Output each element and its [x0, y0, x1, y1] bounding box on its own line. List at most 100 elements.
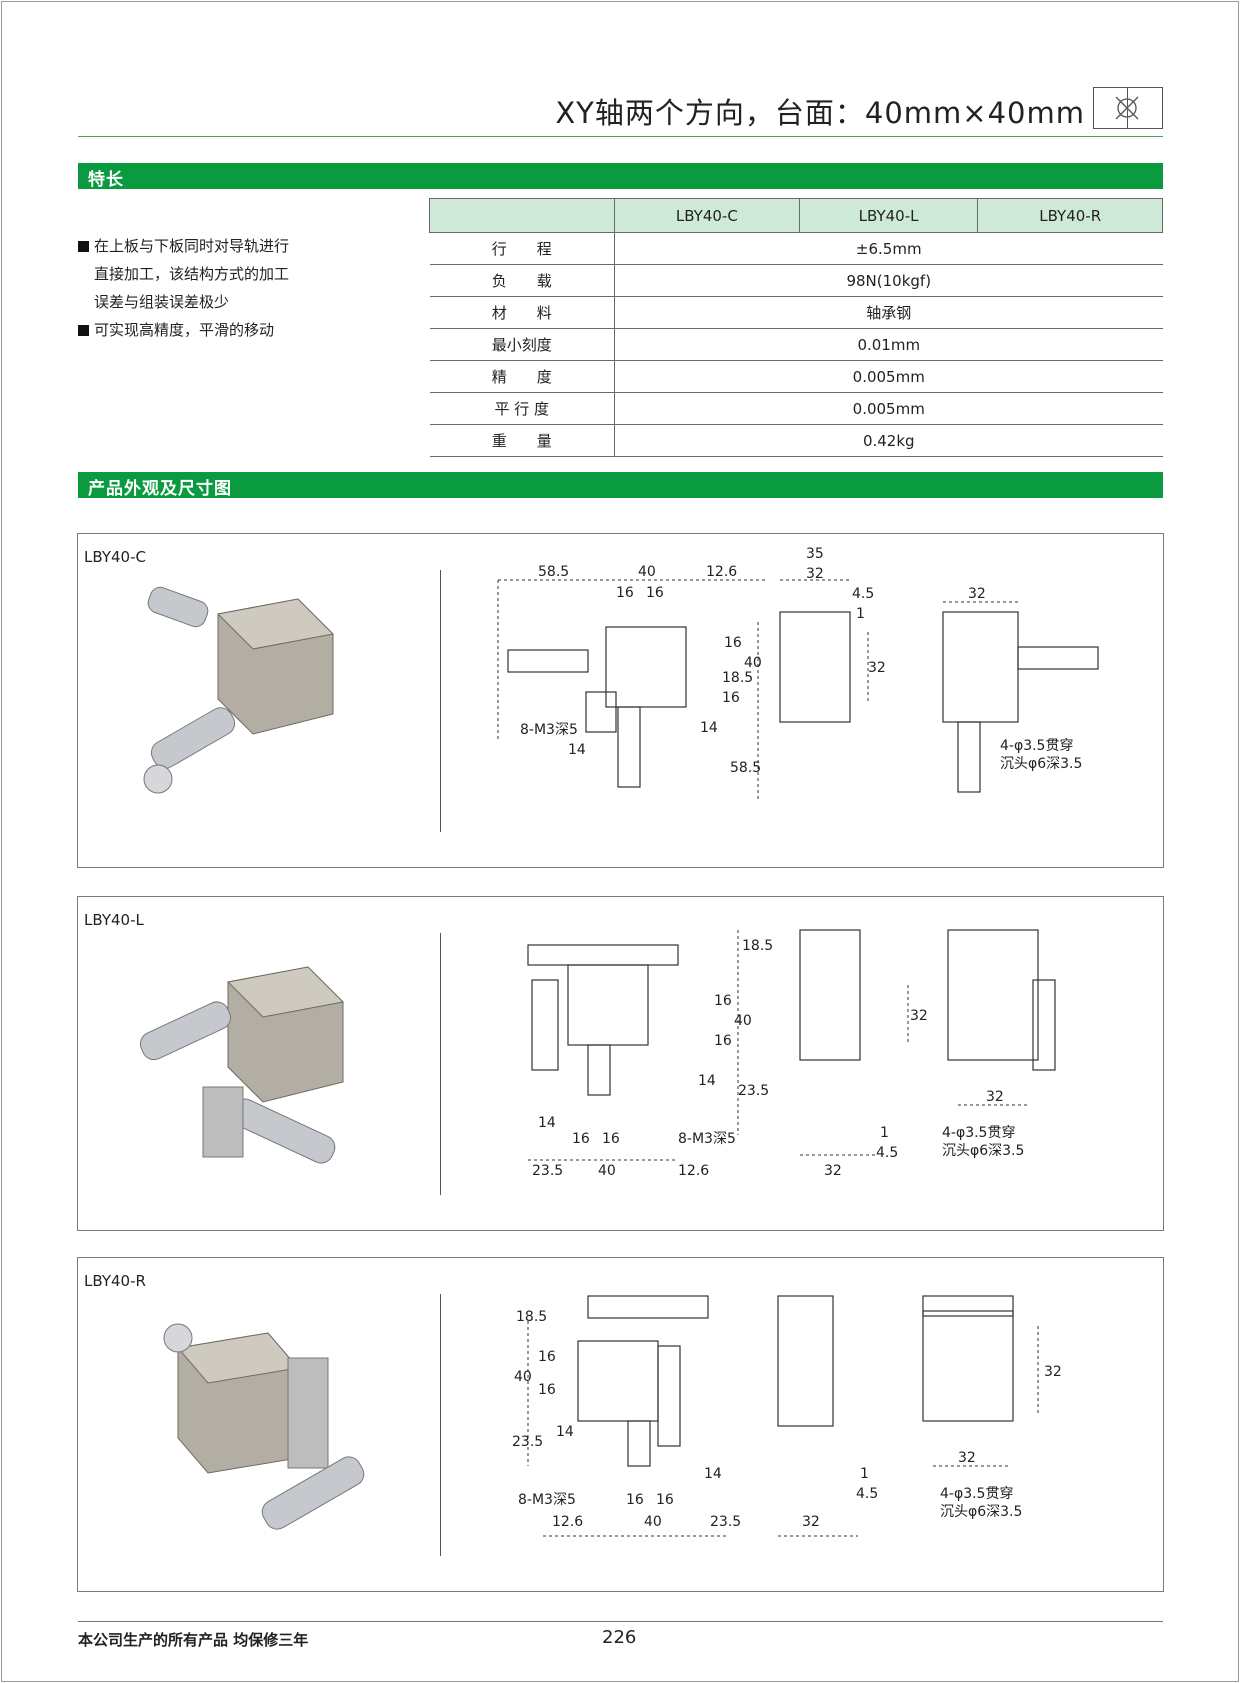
- feature-line: 在上板与下板同时对导轨进行: [94, 237, 290, 255]
- spec-label: 行 程: [429, 232, 615, 265]
- dimension-label: 16: [722, 690, 740, 706]
- dimension-label: 4-φ3.5贯穿: [942, 1125, 1015, 1141]
- bullet-square-icon: [78, 325, 89, 336]
- spec-label: 重 量: [429, 424, 615, 457]
- dimension-label: 4-φ3.5贯穿: [1000, 738, 1073, 754]
- dimension-label: 4.5: [876, 1145, 898, 1161]
- dimension-label: 35: [806, 546, 824, 562]
- spec-label: 平 行 度: [429, 392, 615, 425]
- dimension-label: 23.5: [532, 1163, 563, 1179]
- feature-line: 误差与组装误差极少: [94, 293, 230, 311]
- dimension-label: 58.5: [538, 564, 569, 580]
- dimension-label: 58.5: [730, 760, 761, 776]
- dimension-label: 40: [638, 564, 656, 580]
- dimension-label: 32: [806, 566, 824, 582]
- spec-value: 0.01mm: [614, 328, 1163, 361]
- spec-header-model: LBY40-R: [977, 198, 1163, 233]
- dimension-label: 16: [646, 585, 664, 601]
- dimension-label: 14: [698, 1073, 716, 1089]
- spec-label: 最小刻度: [429, 328, 615, 361]
- dimension-label: 8-M3深5: [520, 722, 578, 738]
- dimension-label: 8-M3深5: [518, 1492, 576, 1508]
- dimension-label: 1: [856, 606, 865, 622]
- dimension-label: 14: [568, 742, 586, 758]
- dimension-label: 8-M3深5: [678, 1131, 736, 1147]
- bullet-square-icon: [78, 241, 89, 252]
- dimension-label: 18.5: [742, 938, 773, 954]
- dimension-label: 16: [572, 1131, 590, 1147]
- dimension-label: 1: [880, 1125, 889, 1141]
- spec-value: 0.005mm: [614, 392, 1163, 425]
- drawing-panel-lby40-l: LBY40-L 18.5 16 40 16 14 23.5: [77, 896, 1164, 1231]
- dimension-label: 4-φ3.5贯穿: [940, 1486, 1013, 1502]
- spec-header-blank: [429, 198, 615, 233]
- title-rule: [78, 136, 1163, 137]
- page-number: 226: [602, 1627, 637, 1648]
- spec-table-header: LBY40-C LBY40-L LBY40-R: [429, 198, 1163, 233]
- dimension-label: 16: [714, 1033, 732, 1049]
- dimension-label: 16: [724, 635, 742, 651]
- dimension-label: 32: [968, 586, 986, 602]
- section-bar-features: 特长: [78, 163, 1163, 190]
- dimension-label: 40: [644, 1514, 662, 1530]
- dimension-label: 32: [824, 1163, 842, 1179]
- dimension-label: 40: [514, 1369, 532, 1385]
- dimension-label: 23.5: [512, 1434, 543, 1450]
- spec-value: 0.005mm: [614, 360, 1163, 393]
- drawing-panel-lby40-r: LBY40-R 18.5 16 40 16 14 23.5: [77, 1257, 1164, 1592]
- dimension-label: 沉头φ6深3.5: [942, 1143, 1024, 1159]
- dimension-label: 32: [986, 1089, 1004, 1105]
- product-photo: [118, 574, 418, 834]
- feature-item: 在上板与下板同时对导轨进行 直接加工，该结构方式的加工 误差与组装误差极少: [78, 232, 289, 316]
- dimension-label: 16: [602, 1131, 620, 1147]
- feature-line: 直接加工，该结构方式的加工: [94, 265, 290, 283]
- spec-header-model: LBY40-C: [614, 198, 800, 233]
- dimension-label: 14: [556, 1424, 574, 1440]
- spec-value: 轴承钢: [614, 296, 1163, 329]
- dimension-label: 沉头φ6深3.5: [940, 1504, 1022, 1520]
- spec-label: 负 载: [429, 264, 615, 297]
- dimension-label: 32: [958, 1450, 976, 1466]
- dimension-label: 1: [860, 1466, 869, 1482]
- dimension-label: 40: [734, 1013, 752, 1029]
- dimension-label: 23.5: [738, 1083, 769, 1099]
- panel-divider: [440, 933, 441, 1195]
- panel-divider: [440, 1294, 441, 1556]
- dimension-drawing: 58.5 40 12.6 16 16 35 32 4.5 1 16 18.5 4…: [497, 546, 1099, 802]
- panel-divider: [440, 570, 441, 832]
- dimension-label: 16: [538, 1382, 556, 1398]
- footer-note: 本公司生产的所有产品 均保修三年: [78, 1631, 309, 1649]
- spec-row: 行 程±6.5mm: [429, 232, 1163, 265]
- spec-label: 材 料: [429, 296, 615, 329]
- dimension-label: 14: [700, 720, 718, 736]
- dimension-label: 4.5: [856, 1486, 878, 1502]
- panel-model-label: LBY40-R: [84, 1272, 146, 1290]
- feature-item: 可实现高精度，平滑的移动: [78, 316, 289, 344]
- dimension-label: 14: [538, 1115, 556, 1131]
- section-bar-drawings: 产品外观及尺寸图: [78, 472, 1163, 499]
- spec-value: ±6.5mm: [614, 232, 1163, 265]
- spec-label: 精 度: [429, 360, 615, 393]
- dimension-label: 16: [616, 585, 634, 601]
- dimension-label: 32: [1044, 1364, 1062, 1380]
- feature-line: 可实现高精度，平滑的移动: [94, 321, 275, 339]
- panel-model-label: LBY40-C: [84, 548, 146, 566]
- dimension-label: 40: [744, 655, 762, 671]
- dimension-label: 16: [656, 1492, 674, 1508]
- dimension-label: 32: [868, 660, 886, 676]
- dimension-label: 12.6: [552, 1514, 583, 1530]
- spec-row: 材 料轴承钢: [429, 296, 1163, 329]
- dimension-label: 32: [802, 1514, 820, 1530]
- spec-value: 0.42kg: [614, 424, 1163, 457]
- dimension-label: 16: [538, 1349, 556, 1365]
- dimension-label: 14: [704, 1466, 722, 1482]
- section-heading-features: 特长: [88, 170, 124, 190]
- dimension-label: 40: [598, 1163, 616, 1179]
- dimension-label: 12.6: [678, 1163, 709, 1179]
- spec-value: 98N(10kgf): [614, 264, 1163, 297]
